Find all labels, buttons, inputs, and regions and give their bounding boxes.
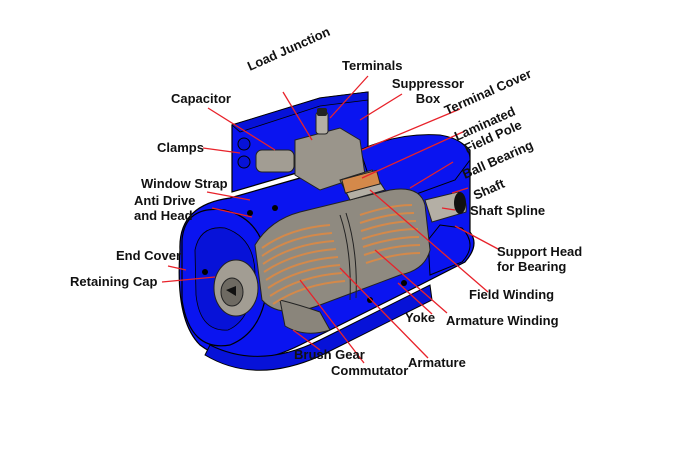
label-clamps: Clamps bbox=[157, 140, 204, 155]
label-commutator: Commutator bbox=[331, 363, 409, 378]
label-end-cover: End Cover bbox=[116, 248, 182, 263]
label-terminals: Terminals bbox=[342, 58, 403, 73]
windings bbox=[261, 169, 421, 305]
label-brush-gear: Brush Gear bbox=[294, 347, 365, 362]
label-armature-winding: Armature Winding bbox=[446, 313, 559, 328]
label-suppressor-box-line1: Suppressor bbox=[391, 76, 465, 91]
label-anti-drive-line1: Anti Drive bbox=[134, 193, 196, 208]
label-capacitor: Capacitor bbox=[171, 91, 231, 106]
leader-lines bbox=[161, 75, 499, 364]
label-anti-drive-and-head: Anti Drive and Head bbox=[134, 193, 195, 223]
label-suppressor-box: Suppressor Box bbox=[388, 76, 468, 106]
label-suppressor-box-line2: Box bbox=[415, 91, 441, 106]
label-support-head-for-bearing: Support Head for Bearing bbox=[497, 244, 582, 274]
label-armature: Armature bbox=[408, 355, 466, 370]
label-field-winding: Field Winding bbox=[469, 287, 555, 302]
label-support-head-line1: Support Head bbox=[497, 244, 583, 259]
label-shaft-spline: Shaft Spline bbox=[470, 203, 546, 218]
label-support-head-line2: for Bearing bbox=[497, 259, 567, 274]
label-window-strap: Window Strap bbox=[141, 176, 228, 191]
label-anti-drive-line2: and Head bbox=[134, 208, 193, 223]
label-retaining-cap: Retaining Cap bbox=[70, 274, 158, 289]
windings-mid-band bbox=[339, 212, 357, 301]
label-yoke: Yoke bbox=[405, 310, 436, 325]
